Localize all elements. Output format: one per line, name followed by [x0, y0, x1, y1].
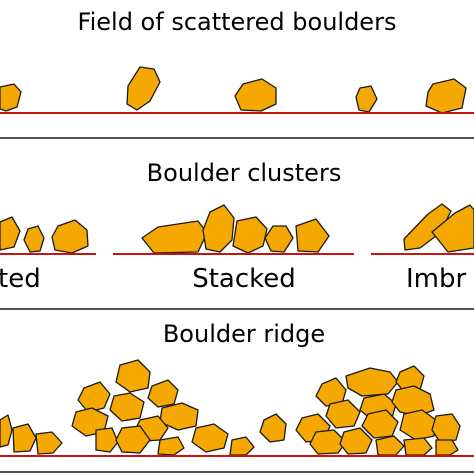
boulder: [425, 78, 467, 114]
boulder: [259, 413, 287, 443]
boulder: [191, 423, 229, 453]
boulder-clusters-panel: Boulder clusters ted Stacked Imbr: [0, 159, 474, 294]
boulder: [345, 367, 399, 397]
boulder: [202, 204, 235, 253]
boulder: [141, 220, 208, 254]
boulder: [0, 83, 22, 112]
boulder: [325, 399, 361, 429]
boulder: [431, 413, 461, 443]
boulder: [229, 436, 255, 456]
boulder: [115, 359, 151, 393]
scattered-boulders: [0, 66, 467, 114]
boulder: [147, 379, 179, 408]
boulder: [399, 409, 437, 441]
boulder: [95, 427, 119, 453]
boulder: [431, 204, 474, 253]
cluster-label-stacked: Stacked: [192, 264, 296, 294]
boulder: [51, 219, 89, 254]
boulder: [77, 381, 111, 413]
cluster-label-left: ted: [0, 264, 41, 294]
boulder: [0, 216, 21, 251]
boulder-ridge-panel: Boulder ridge: [0, 320, 474, 457]
boulder: [126, 66, 161, 111]
boulder: [339, 427, 373, 455]
boulder: [232, 216, 268, 254]
boulder: [115, 425, 151, 454]
scattered-boulders-panel: Field of scattered boulders: [0, 8, 474, 114]
boulder-cluster-imbricated: [403, 203, 474, 253]
boulder: [23, 225, 45, 253]
boulder: [264, 225, 294, 253]
ridge-boulders: [0, 359, 461, 456]
boulder-cluster-left: [0, 216, 89, 254]
boulder: [35, 431, 63, 455]
boulder: [234, 78, 277, 112]
boulder: [375, 435, 405, 456]
scattered-panel-title: Field of scattered boulders: [78, 8, 397, 36]
ridge-panel-title: Boulder ridge: [163, 320, 325, 348]
boulder: [295, 218, 330, 253]
boulder: [157, 436, 185, 456]
boulder: [109, 392, 145, 422]
boulder: [12, 423, 37, 453]
boulder: [435, 439, 459, 456]
boulder-cluster-stacked: [141, 204, 330, 254]
boulder: [403, 437, 433, 456]
boulder: [355, 85, 378, 113]
boulder: [309, 429, 347, 455]
boulder: [0, 414, 13, 448]
clusters-panel-title: Boulder clusters: [147, 159, 342, 187]
cluster-label-imbricated: Imbr: [406, 264, 466, 294]
